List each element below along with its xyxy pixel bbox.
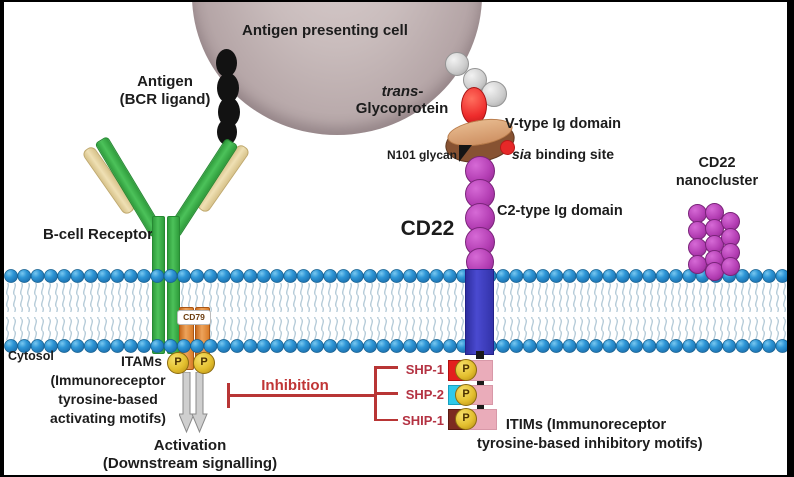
nanocluster-bead [687,220,707,240]
trans-glycoprotein-label-line1: trans- [381,83,424,100]
nanocluster-bead [687,254,707,274]
v-type-label: V-type Ig domain [505,116,622,132]
antigen-bead [217,73,239,103]
phospho-p-icon: P [455,408,477,430]
nanocluster-bead [720,256,740,276]
shp1-label: SHP-1 [405,362,444,377]
inhibition-line [229,394,376,397]
antigen-label-line1: Antigen [137,73,193,90]
shp2-label: SHP-2 [405,387,444,402]
itams-line3: tyrosine-based [58,391,158,407]
phospho-p-icon: P [455,359,477,381]
cd22-tail-segment [477,381,484,386]
bracket-stub-mid [374,392,398,395]
activation-label-line1: Activation [153,437,227,454]
itams-line4: activating motifs) [50,410,166,426]
trans-glycoprotein-label-line2: Glycoprotein [355,100,449,117]
bcr-stem-left [152,216,165,354]
bracket-stub-bottom [374,418,398,421]
c2-ig-domain [465,203,495,233]
n101-label: N101 glycan [386,148,457,162]
nanocluster-label-line1: CD22 [698,155,736,171]
bracket-stub-top [374,366,398,369]
cytosol-label: Cytosol [8,349,54,363]
apc-label: Antigen presenting cell [242,22,408,39]
itams-label: ITAMs [121,353,162,369]
cd22-transmembrane-domain [465,269,494,355]
c2-type-label: C2-type Ig domain [497,203,623,219]
cd22-title: CD22 [400,217,455,240]
membrane-heads [4,269,787,353]
phospho-p-icon: P [193,352,215,374]
itims-label-line1: ITIMs (Immunoreceptor [505,417,667,433]
frame-left [0,0,4,477]
cd22-tail-segment [476,351,484,359]
itams-line2: (Immunoreceptor [50,372,166,388]
phospho-p-icon: P [167,352,189,374]
antigen-bead [217,119,237,145]
frame-top [0,0,794,2]
frame-right [787,0,794,477]
binding-site-words: binding site [535,146,615,162]
glycan-bead [445,52,469,76]
itims-label-line2: tyrosine-based inhibitory motifs) [477,436,703,452]
activation-arrows-icon [179,372,208,434]
antigen-bead [216,49,237,77]
sia-word: sia [512,146,532,162]
nanocluster-label-line2: nanocluster [675,173,759,189]
ship1-label: SHIP-1 [402,413,444,428]
inhibition-tbar [227,383,230,408]
phospho-p-icon: P [455,384,477,406]
bcr-label: B-cell Receptor [42,226,154,243]
antigen-label-line2: (BCR ligand) [119,91,211,108]
nanocluster-bead [687,203,707,223]
sia-binding-site-dot [500,140,515,155]
n101-glycan-shape [459,145,472,162]
cd22-tail-segment [477,405,484,410]
cd79-label: CD79 [177,310,211,325]
nanocluster-bead [687,237,707,257]
activation-label-line2: (Downstream signalling) [102,455,278,472]
frame-bottom [0,475,794,477]
inhibition-label: Inhibition [261,377,329,394]
